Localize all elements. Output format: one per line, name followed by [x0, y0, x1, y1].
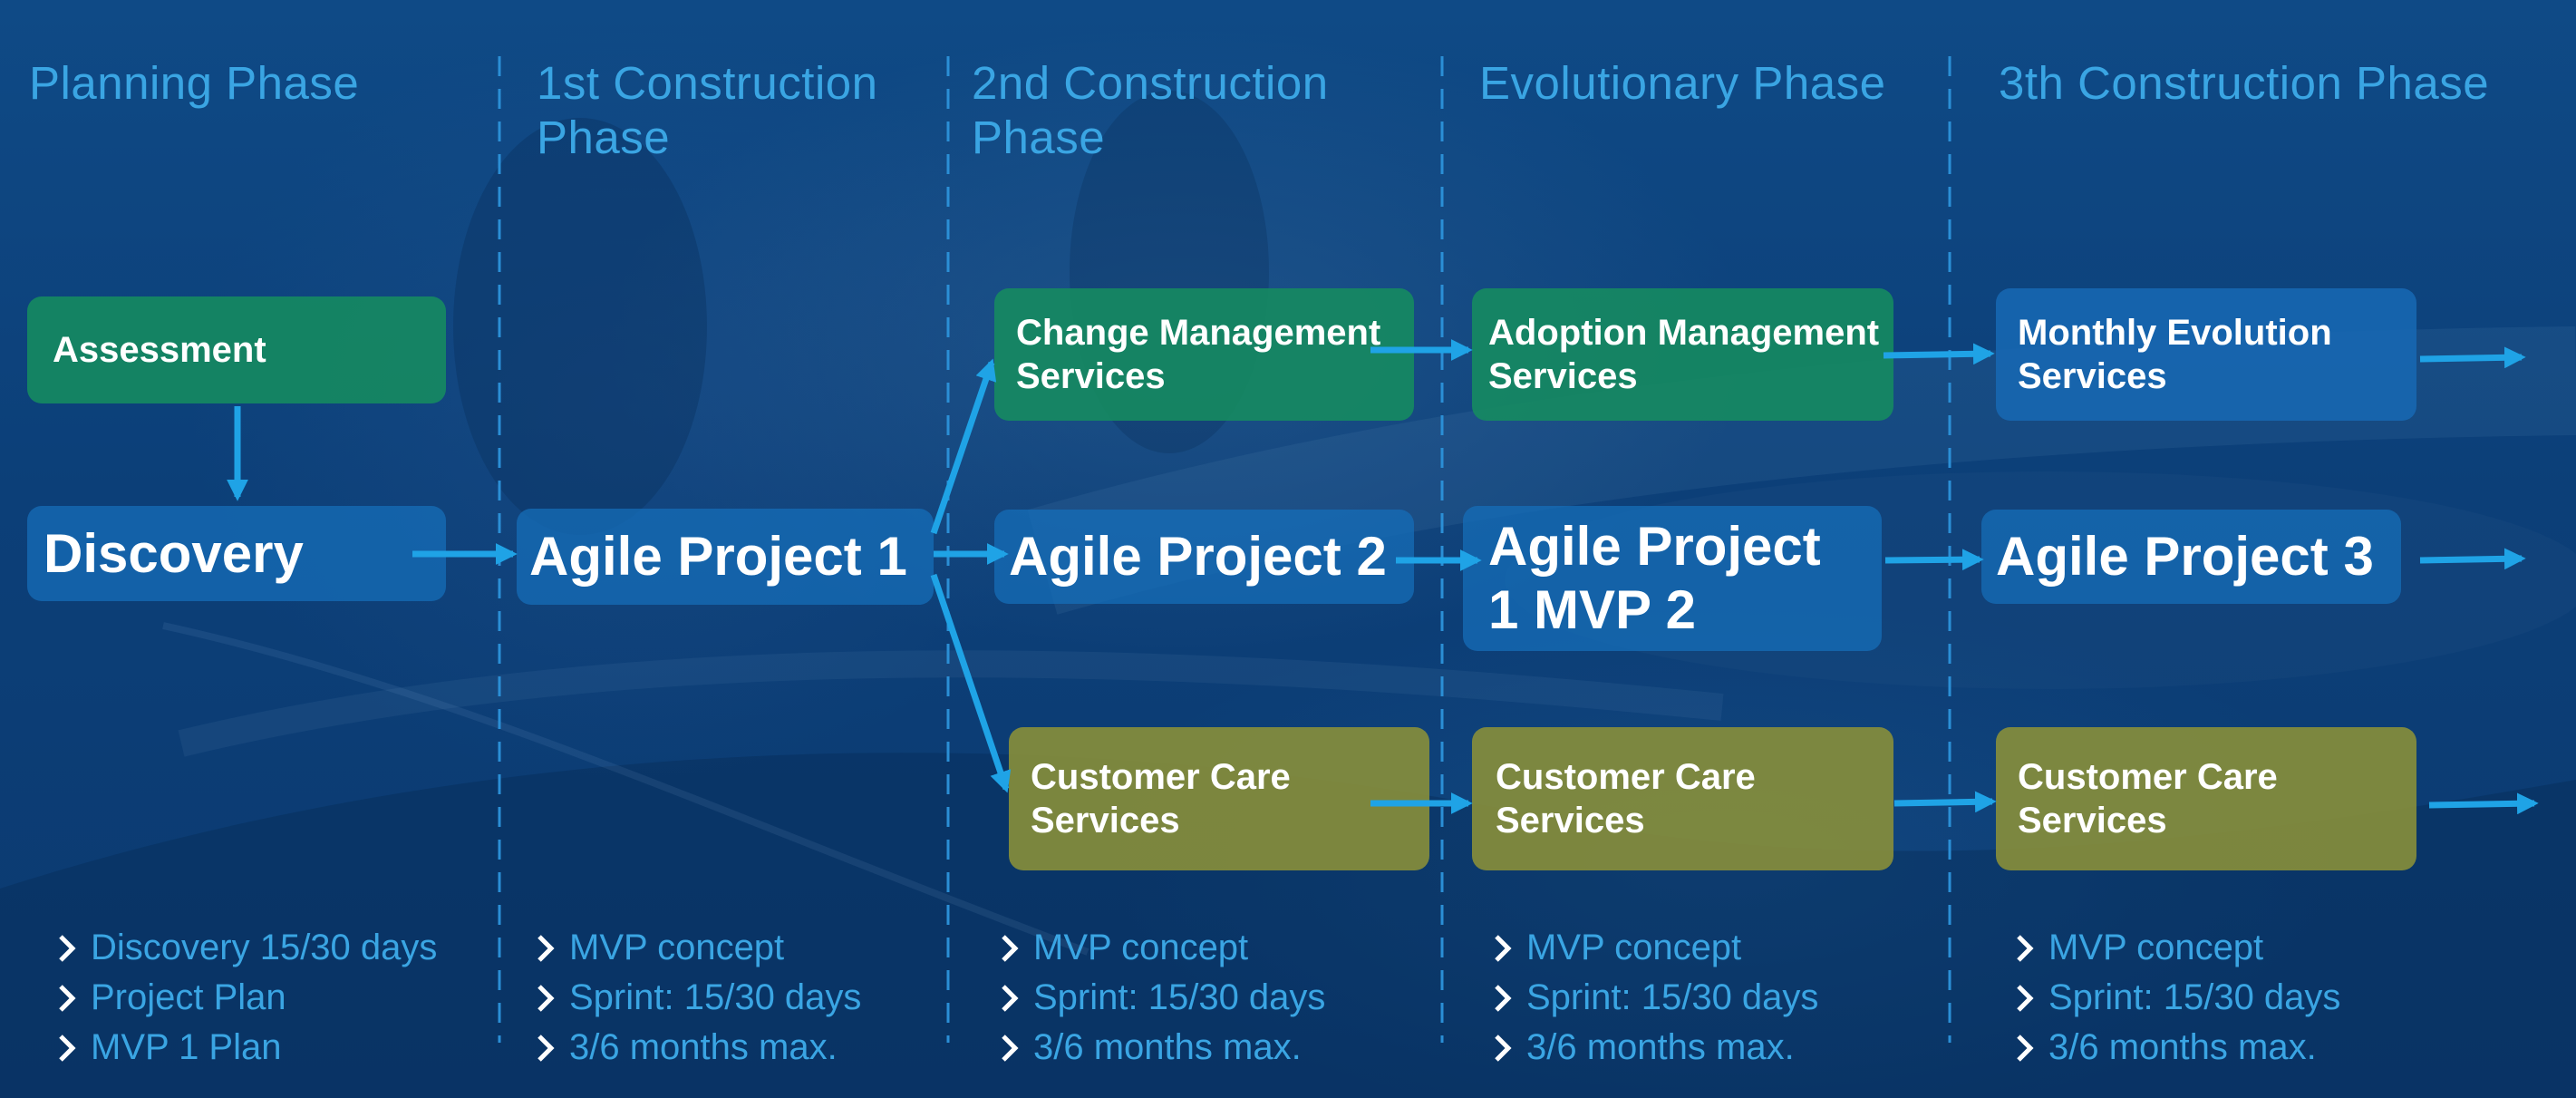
monthly-evolution-label: Monthly Evolution Services [2018, 313, 2332, 396]
customer-care-box-evolutionary: Customer Care Services [1472, 727, 1893, 870]
chevron-right-icon [1495, 984, 1512, 1012]
agile-project-3-label: Agile Project 3 [1996, 526, 2374, 587]
bullet-text: 3/6 months max. [1033, 1027, 1302, 1067]
change-management-box: Change Management Services [994, 288, 1414, 421]
bullet-item: 3/6 months max. [999, 1023, 1325, 1073]
arrow-agile-3-out [2419, 548, 2526, 570]
chevron-right-icon [537, 984, 555, 1012]
agile-project-3-box: Agile Project 3 [1981, 510, 2401, 604]
phase-title-1st-construction: 1st Construction Phase [537, 57, 878, 163]
bullet-list-2nd-construction: MVP concept Sprint: 15/30 days 3/6 month… [999, 923, 1325, 1073]
bullet-text: MVP 1 Plan [91, 1027, 282, 1067]
assessment-label: Assessment [53, 330, 266, 370]
chevron-right-icon [59, 1034, 76, 1062]
chevron-right-icon [1002, 1034, 1019, 1062]
change-management-label: Change Management Services [1016, 313, 1381, 396]
phase-title-evolutionary: Evolutionary Phase [1479, 57, 1886, 109]
chevron-right-icon [1002, 984, 1019, 1012]
adoption-management-label: Adoption Management Services [1488, 313, 1880, 396]
adoption-management-box: Adoption Management Services [1472, 288, 1893, 421]
bullet-text: Project Plan [91, 977, 286, 1017]
bullet-text: MVP concept [1526, 928, 1742, 967]
chevron-right-icon [537, 1034, 555, 1062]
bullet-item: 3/6 months max. [2014, 1023, 2340, 1073]
bullet-text: 3/6 months max. [569, 1027, 838, 1067]
bullet-item: Sprint: 15/30 days [2014, 973, 2340, 1023]
customer-care-label-2nd-phase: Customer Care Services [1031, 757, 1291, 841]
bullet-text: 3/6 months max. [2048, 1027, 2317, 1067]
chevron-right-icon [2017, 984, 2034, 1012]
arrow-monthly-evolution-out [2419, 346, 2526, 369]
bullet-text: Sprint: 15/30 days [1033, 977, 1326, 1017]
chevron-right-icon [2017, 1034, 2034, 1062]
bullet-text: Sprint: 15/30 days [569, 977, 862, 1017]
bullet-text: MVP concept [1033, 928, 1249, 967]
bullet-item: MVP concept [1492, 923, 1818, 973]
bullet-text: Discovery 15/30 days [91, 928, 438, 967]
bullet-item: MVP concept [999, 923, 1325, 973]
bullet-text: MVP concept [569, 928, 785, 967]
monthly-evolution-box: Monthly Evolution Services [1996, 288, 2416, 421]
customer-care-label-3th-phase: Customer Care Services [2018, 757, 2278, 841]
bullet-list-1st-construction: MVP concept Sprint: 15/30 days 3/6 month… [535, 923, 861, 1073]
customer-care-box-2nd-phase: Customer Care Services [1009, 727, 1429, 870]
chevron-right-icon [1495, 934, 1512, 962]
customer-care-label-evolutionary: Customer Care Services [1496, 757, 1756, 841]
phase-title-3th-construction: 3th Construction Phase [1999, 57, 2490, 109]
agile-project-1-label: Agile Project 1 [529, 526, 907, 587]
bullet-item: 3/6 months max. [1492, 1023, 1818, 1073]
arrow-agile-1-to-change-mgmt [930, 358, 997, 535]
arrow-agile-mvp-2-to-agile-3 [1884, 549, 1984, 571]
arrow-agile-1-to-customer-care [930, 573, 1012, 793]
phase-title-planning: Planning Phase [29, 57, 360, 109]
bullet-item: Project Plan [56, 973, 437, 1023]
chevron-right-icon [1002, 934, 1019, 962]
assessment-box: Assessment [27, 296, 446, 403]
chevron-right-icon [537, 934, 555, 962]
bullet-item: Sprint: 15/30 days [535, 973, 861, 1023]
bullet-item: Sprint: 15/30 days [1492, 973, 1818, 1023]
agile-project-2-box: Agile Project 2 [994, 510, 1414, 604]
bullet-item: Sprint: 15/30 days [999, 973, 1325, 1023]
bullet-list-3th-construction: MVP concept Sprint: 15/30 days 3/6 month… [2014, 923, 2340, 1073]
chevron-right-icon [59, 934, 76, 962]
agile-project-1-mvp-2-box: Agile Project 1 MVP 2 [1463, 506, 1882, 651]
customer-care-box-3th-phase: Customer Care Services [1996, 727, 2416, 870]
bullet-list-evolutionary: MVP concept Sprint: 15/30 days 3/6 month… [1492, 923, 1818, 1073]
bullet-text: Sprint: 15/30 days [2048, 977, 2341, 1017]
arrow-customer-care-3th-out [2428, 792, 2539, 815]
chevron-right-icon [2017, 934, 2034, 962]
arrow-adoption-mgmt-to-monthly-evolution [1883, 343, 1995, 365]
bullet-list-planning: Discovery 15/30 days Project Plan MVP 1 … [56, 923, 437, 1073]
bullet-item: MVP concept [2014, 923, 2340, 973]
bullet-item: 3/6 months max. [535, 1023, 861, 1073]
bullet-item: Discovery 15/30 days [56, 923, 437, 973]
phase-title-2nd-construction: 2nd Construction Phase [972, 57, 1329, 163]
bullet-text: 3/6 months max. [1526, 1027, 1795, 1067]
agile-project-1-box: Agile Project 1 [517, 509, 934, 605]
arrow-customer-care-evolutionary-to-3th [1893, 791, 1997, 813]
discovery-box: Discovery [27, 506, 446, 601]
agile-project-2-label: Agile Project 2 [1009, 526, 1387, 587]
bullet-text: Sprint: 15/30 days [1526, 977, 1819, 1017]
discovery-label: Discovery [44, 522, 304, 584]
agile-project-1-mvp-2-label: Agile Project 1 MVP 2 [1488, 516, 1821, 640]
chevron-right-icon [59, 984, 76, 1012]
bullet-text: MVP concept [2048, 928, 2264, 967]
bullet-item: MVP 1 Plan [56, 1023, 437, 1073]
bullet-item: MVP concept [535, 923, 861, 973]
chevron-right-icon [1495, 1034, 1512, 1062]
